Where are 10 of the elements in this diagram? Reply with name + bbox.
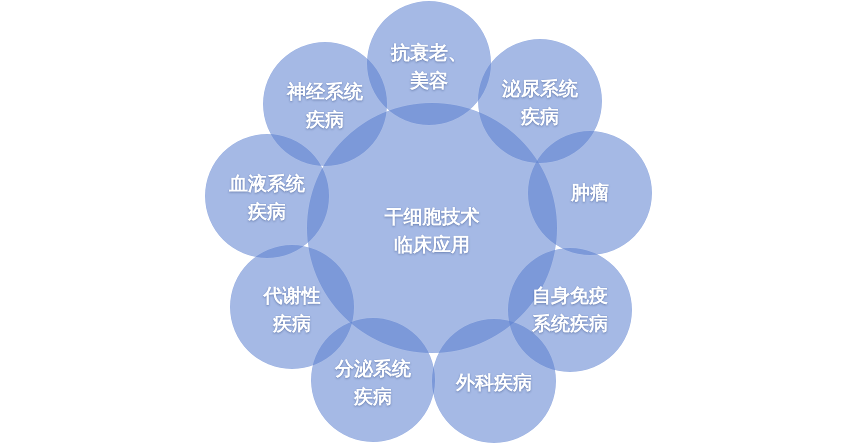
circle-label: 代谢性疾病 (262, 284, 322, 337)
circle-label: 泌尿系统疾病 (501, 76, 579, 130)
circle-label: 干细胞技术临床应用 (384, 204, 480, 258)
circle-label: 分泌系统疾病 (334, 356, 412, 410)
circle-label: 抗衰老、美容 (390, 40, 468, 94)
circle-label: 肿瘤 (571, 180, 609, 206)
circle-label: 血液系统疾病 (228, 172, 306, 225)
circle-label: 自身免疫系统疾病 (531, 284, 609, 337)
circle-label: 神经系统疾病 (286, 80, 364, 133)
circle-label: 外科疾病 (456, 370, 532, 396)
